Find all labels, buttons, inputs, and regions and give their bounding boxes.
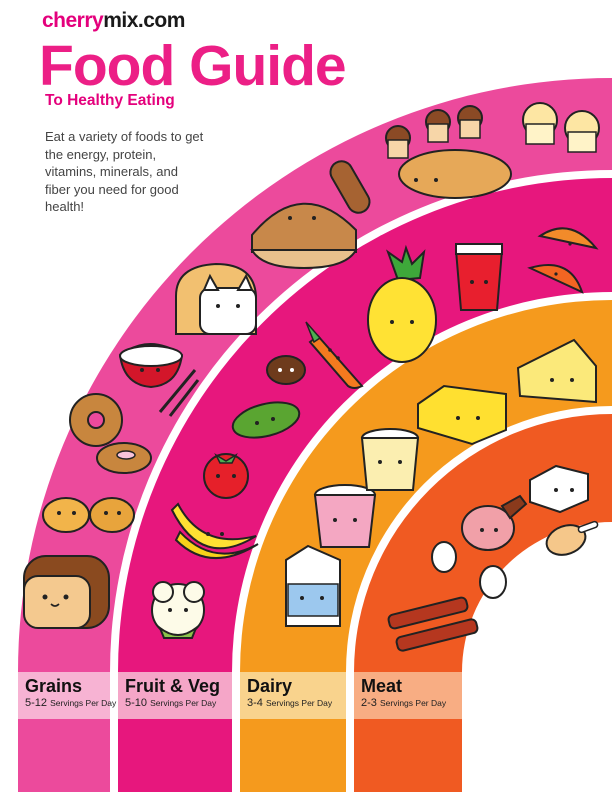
group-label-meat: Meat 2-3 Servings Per Day (354, 672, 462, 719)
bagel-icon (69, 393, 152, 474)
brand-logo-part1: cherry (42, 9, 104, 32)
servings-unit: Servings Per Day (379, 698, 447, 708)
brand-logo: cherrymix.com (42, 9, 185, 33)
mushroom-icon (266, 355, 306, 385)
group-name: Grains (25, 676, 83, 696)
muffin-icon (385, 102, 600, 159)
tomato-icon (203, 453, 249, 499)
intro-text: Eat a variety of foods to get the energy… (45, 129, 204, 214)
bacon-icon (387, 596, 479, 652)
servings-unit: Servings Per Day (50, 698, 117, 708)
cheese-wedge-icon (516, 338, 597, 404)
group-name: Fruit & Veg (125, 676, 221, 696)
servings-unit: Servings Per Day (265, 698, 333, 708)
banana-icon (170, 502, 259, 559)
cauliflower-icon (151, 581, 205, 639)
group-name: Dairy (247, 676, 293, 696)
melon-slice-icon (527, 227, 599, 294)
egg-icon (431, 541, 507, 599)
yogurt-cup-icon (313, 484, 377, 548)
pita-icon (250, 202, 358, 270)
group-name: Meat (361, 676, 403, 696)
group-label-dairy: Dairy 3-4 Servings Per Day (240, 672, 346, 719)
chicken-drumstick-icon (545, 520, 599, 556)
servings-count: 5-10 (125, 697, 148, 709)
carrot-icon (305, 321, 364, 389)
servings-count: 5-12 (25, 697, 48, 709)
brand-logo-part2: mix.com (103, 9, 185, 32)
cucumber-icon (231, 401, 301, 439)
servings-count: 2-3 (361, 697, 377, 709)
page-title: Food Guide (39, 34, 347, 98)
juice-glass-icon (454, 243, 504, 311)
food-icons (23, 102, 600, 652)
butter-block-icon (417, 384, 507, 446)
group-servings: 5-12 Servings Per Day (25, 696, 116, 710)
group-label-fruit-veg: Fruit & Veg 5-10 Servings Per Day (118, 672, 232, 719)
rice-bowl-icon (118, 343, 200, 417)
servings-unit: Servings Per Day (150, 698, 217, 708)
bread-loaf-cat-icon (175, 262, 257, 335)
group-servings: 2-3 Servings Per Day (361, 696, 462, 710)
pineapple-icon (367, 244, 437, 363)
tofu-cube-icon (529, 464, 589, 514)
dinner-rolls-icon (42, 497, 135, 533)
baguette-icon (329, 149, 512, 214)
group-servings: 5-10 Servings Per Day (125, 696, 232, 710)
group-servings: 3-4 Servings Per Day (247, 696, 346, 710)
page-subtitle: To Healthy Eating (45, 92, 175, 109)
yogurt-cup-cream-icon (360, 428, 420, 491)
milk-carton-icon (285, 544, 341, 627)
group-label-grains: Grains 5-12 Servings Per Day (18, 672, 116, 719)
servings-count: 3-4 (247, 697, 263, 709)
ham-icon (461, 494, 528, 551)
bread-slice-icon (23, 555, 110, 629)
